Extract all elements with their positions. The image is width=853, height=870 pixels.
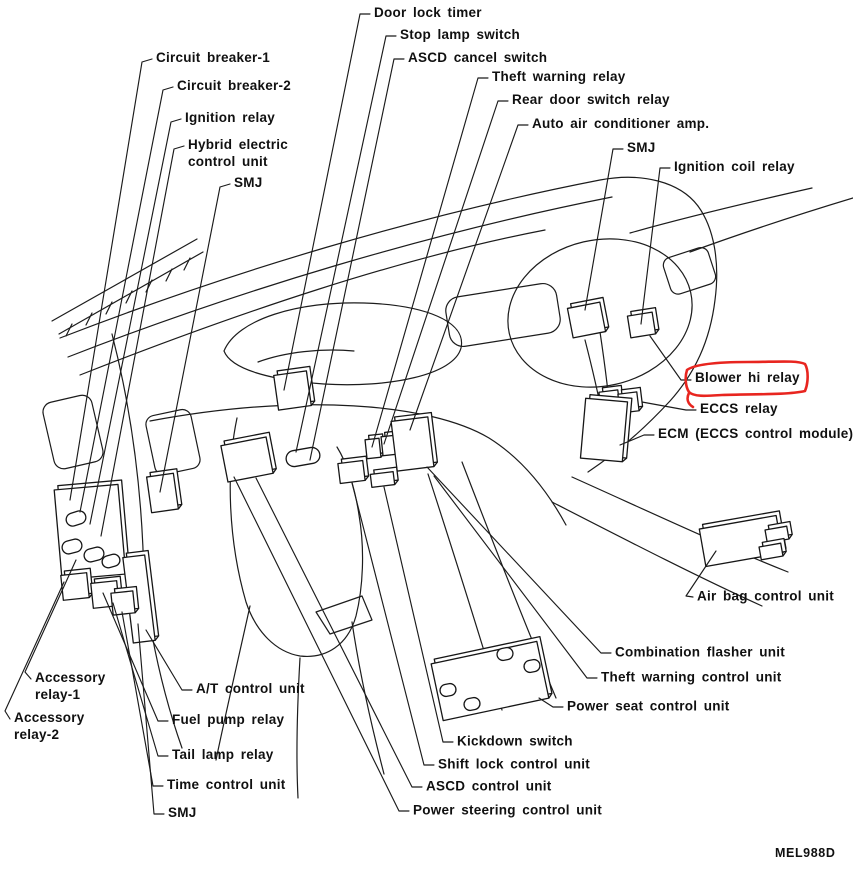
- leader-smj-bottom: [137, 623, 165, 815]
- component-at-control-bracket: [122, 549, 160, 644]
- label-blower-hi-relay: Blower hi relay: [695, 370, 800, 385]
- label-circuit-breaker-1: Circuit breaker-1: [156, 50, 270, 65]
- label-ignition-relay: Ignition relay: [185, 110, 275, 125]
- label-theft-warning-control-unit: Theft warning control unit: [601, 669, 782, 684]
- leader-power-steering-control-unit: [233, 476, 410, 812]
- component-fuse-relay-3: [83, 546, 105, 563]
- leader-shift-lock-control-unit: [351, 482, 435, 766]
- leader-blower-hi-relay: [649, 335, 692, 381]
- component-power-seat-tab-3: [439, 682, 457, 698]
- leader-tail-lamp-relay: [112, 602, 169, 757]
- component-aircon-amp-box: [390, 411, 439, 472]
- component-airbag-conn-b: [758, 537, 787, 561]
- component-fuse-relay-1: [65, 510, 87, 527]
- leader-ignition-coil-relay: [640, 167, 671, 325]
- component-power-seat-box: [430, 636, 553, 722]
- leader-kickdown-switch: [383, 486, 454, 743]
- leader-time-control-unit: [121, 611, 164, 787]
- annotation-layer: [684, 360, 809, 409]
- leader-air-bag-control-unit: [685, 550, 717, 598]
- leader-theft-warning-relay: [371, 77, 489, 448]
- component-theft-connector-a: [364, 433, 386, 460]
- label-auto-air-conditioner-amp: Auto air conditioner amp.: [532, 116, 709, 131]
- leader-ascd-control-unit: [255, 477, 423, 788]
- label-theft-warning-relay: Theft warning relay: [492, 69, 626, 84]
- label-at-control-unit: A/T control unit: [196, 681, 305, 696]
- leader-lines: [4, 13, 717, 815]
- label-tail-lamp-relay: Tail lamp relay: [172, 747, 274, 762]
- label-circuit-breaker-2: Circuit breaker-2: [177, 78, 291, 93]
- label-power-seat-control-unit: Power seat control unit: [567, 698, 730, 713]
- label-rear-door-switch-relay: Rear door switch relay: [512, 92, 670, 107]
- label-ascd-cancel-switch: ASCD cancel switch: [408, 50, 547, 65]
- component-power-seat-tab-4: [463, 696, 481, 712]
- label-smj-bottom: SMJ: [168, 805, 197, 820]
- component-power-seat-tab-1: [496, 646, 514, 662]
- leader-door-lock-timer: [283, 13, 371, 391]
- label-stop-lamp-switch: Stop lamp switch: [400, 27, 520, 42]
- leader-accessory-relay-1: [24, 559, 77, 680]
- label-shift-lock-control-unit: Shift lock control unit: [438, 756, 590, 771]
- label-air-bag-control-unit: Air bag control unit: [697, 588, 834, 603]
- leader-hybrid-electric-control-unit: [100, 145, 185, 537]
- leader-at-control-unit: [145, 629, 193, 691]
- label-ecm: ECM (ECCS control module): [658, 426, 853, 441]
- component-ecm-box: [579, 393, 633, 463]
- component-stop-lamp-cylinder: [285, 446, 321, 468]
- component-smj-left-connector: [145, 468, 183, 514]
- label-ignition-coil-relay: Ignition coil relay: [674, 159, 795, 174]
- label-eccs-relay: ECCS relay: [700, 401, 778, 416]
- leader-ignition-relay: [89, 118, 182, 525]
- label-time-control-unit: Time control unit: [167, 777, 286, 792]
- component-steering-col-box: [220, 431, 277, 483]
- leader-smj-left: [159, 183, 231, 493]
- component-kickdown-connector: [369, 466, 399, 489]
- leader-ecm: [619, 434, 655, 446]
- leader-power-seat-control-unit: [538, 697, 564, 708]
- leader-auto-air-conditioner-amp: [409, 124, 529, 431]
- component-ignition-coil-relay-box: [626, 306, 660, 339]
- leader-rear-door-switch-relay: [383, 100, 509, 445]
- components-layer: [53, 296, 793, 722]
- component-fuse-relay-4: [101, 553, 121, 569]
- label-smj-left: SMJ: [234, 175, 263, 190]
- label-kickdown-switch: Kickdown switch: [457, 733, 573, 748]
- leader-ascd-cancel-switch: [309, 58, 405, 461]
- leader-smj-upper-right: [584, 148, 624, 311]
- label-power-steering-control-unit: Power steering control unit: [413, 802, 602, 817]
- component-accessory-relay-1-box: [60, 567, 94, 601]
- label-door-lock-timer: Door lock timer: [374, 5, 482, 20]
- leader-fuel-pump-relay: [102, 592, 169, 722]
- figure-code: MEL988D: [775, 846, 835, 860]
- leader-theft-warning-control-unit: [433, 475, 598, 679]
- label-smj-upper-right: SMJ: [627, 140, 656, 155]
- leader-combination-flasher-unit: [426, 466, 612, 654]
- leader-circuit-breaker-1: [69, 58, 153, 501]
- component-door-lock-timer-relay: [273, 365, 316, 411]
- component-shift-lock-box: [337, 455, 370, 485]
- label-fuel-pump-relay: Fuel pump relay: [172, 712, 285, 727]
- leader-accessory-relay-2: [4, 581, 65, 720]
- label-ascd-control-unit: ASCD control unit: [426, 778, 552, 793]
- component-time-control-box: [110, 585, 140, 616]
- component-power-seat-tab-2: [523, 658, 541, 674]
- leader-circuit-breaker-2: [79, 86, 174, 513]
- leader-stop-lamp-switch: [295, 35, 397, 453]
- component-fuse-relay-2: [61, 538, 83, 555]
- component-smj-right-box: [566, 296, 610, 339]
- leader-eccs-relay: [641, 401, 697, 411]
- highlight-annotation-box: [684, 360, 809, 409]
- label-combination-flasher-unit: Combination flasher unit: [615, 644, 785, 659]
